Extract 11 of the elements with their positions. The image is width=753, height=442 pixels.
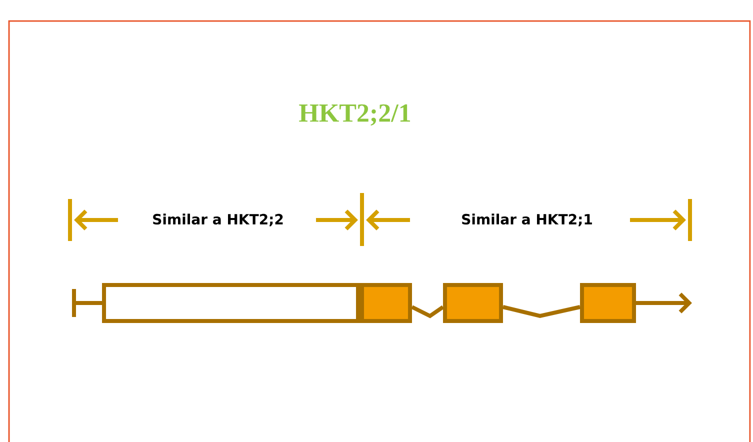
intron-line (411, 305, 444, 318)
dimension-label: Similar a HKT2;1 (462, 214, 592, 226)
exon-box (360, 283, 412, 323)
untranslated-region-box (102, 283, 360, 323)
exon-box (443, 283, 503, 323)
arrow (636, 292, 692, 314)
exon-box (580, 283, 636, 323)
dimension-label: Similar a HKT2;2 (153, 214, 283, 226)
title: HKT2;2/1 (299, 104, 410, 126)
intron-line (502, 305, 580, 318)
gene-start-line (74, 301, 102, 305)
